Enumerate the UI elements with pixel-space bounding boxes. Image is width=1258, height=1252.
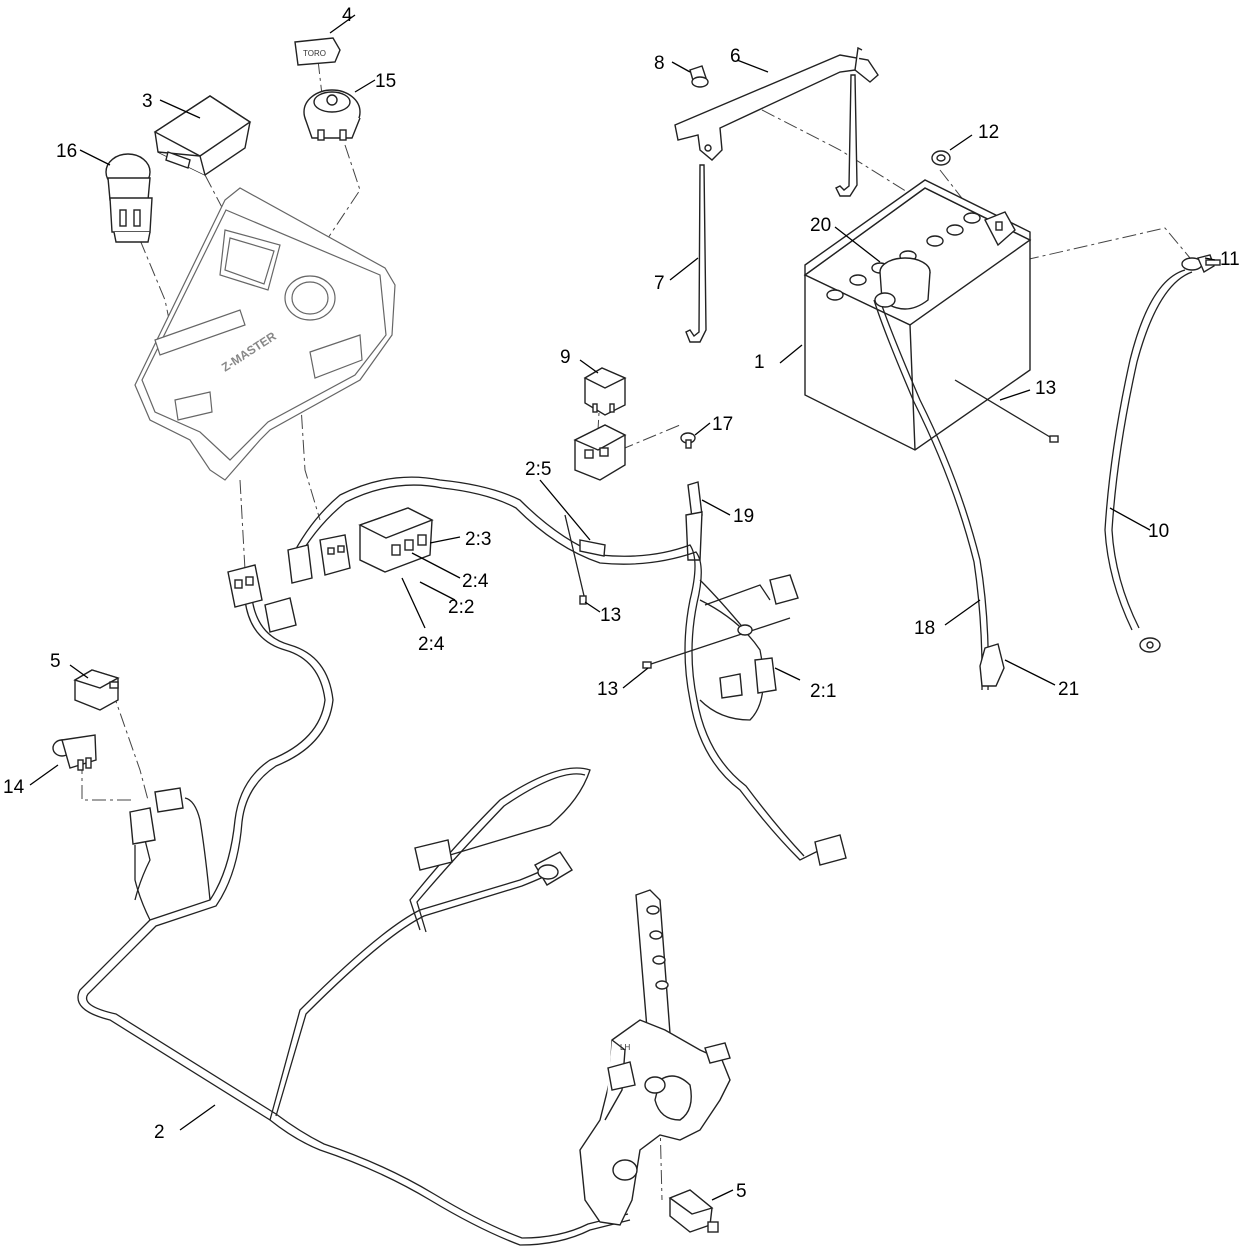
nut-12 <box>931 150 951 166</box>
leader-lines <box>29 14 1216 1201</box>
callout-16: 16 <box>56 141 77 162</box>
callout-10: 10 <box>1148 521 1169 542</box>
control-lever-assembly: LH <box>579 889 731 1226</box>
callout-11: 11 <box>1220 249 1240 270</box>
cable-ties-13 <box>564 379 1059 669</box>
hour-meter-cover-3 <box>153 95 252 176</box>
callout-2-4-a: 2:4 <box>462 571 489 592</box>
relay-9 <box>583 367 627 416</box>
battery-bracket-6 <box>674 46 879 161</box>
callout-20: 20 <box>810 215 831 236</box>
callout-6: 6 <box>730 46 741 67</box>
push-switch-16 <box>105 153 153 243</box>
callout-8: 8 <box>654 53 665 74</box>
callout-12: 12 <box>978 122 999 143</box>
relay-5-lower <box>668 1189 719 1233</box>
callout-21: 21 <box>1058 679 1079 700</box>
callout-18: 18 <box>914 618 935 639</box>
callout-5-a: 5 <box>50 651 61 672</box>
j-bolt-right <box>835 74 858 197</box>
ignition-key-4: TORO <box>294 37 341 66</box>
callout-2: 2 <box>154 1122 165 1143</box>
relay-5-upper <box>73 669 120 711</box>
wiring-harness-2 <box>77 476 847 1246</box>
j-bolt-7 <box>685 164 707 343</box>
callout-7: 7 <box>654 273 665 294</box>
ignition-switch-15 <box>303 89 361 141</box>
callout-2-3: 2:3 <box>465 529 491 550</box>
callout-13-c: 13 <box>597 679 618 700</box>
screw-17 <box>680 432 696 449</box>
callout-14: 14 <box>3 777 25 798</box>
bolt-11 <box>1197 254 1221 274</box>
callout-1: 1 <box>754 352 765 373</box>
callout-2-1: 2:1 <box>810 681 836 702</box>
callout-5-b: 5 <box>736 1181 747 1202</box>
callout-15: 15 <box>375 71 396 92</box>
battery-1 <box>803 179 1032 451</box>
svg-text:LH: LH <box>620 1043 630 1052</box>
callout-9: 9 <box>560 347 571 368</box>
svg-text:TORO: TORO <box>303 49 326 58</box>
battery-cable-18 <box>873 292 989 691</box>
callout-3: 3 <box>142 91 153 112</box>
callout-13-a: 13 <box>1035 378 1056 399</box>
callout-2-4-b: 2:4 <box>418 634 445 655</box>
wing-nut-8 <box>689 65 709 88</box>
callout-19: 19 <box>733 506 754 527</box>
cable-boot-21 <box>979 643 1005 687</box>
relay-base <box>573 424 627 481</box>
callout-13-b: 13 <box>600 605 621 626</box>
callout-17: 17 <box>712 414 733 435</box>
control-panel: Z-MASTER <box>134 187 396 481</box>
callout-2-5: 2:5 <box>525 459 551 480</box>
callout-labels: 1 2 2:1 2:2 2:3 2:4 2:4 2:5 3 4 5 5 6 7 … <box>3 5 1240 1202</box>
callout-4: 4 <box>342 5 353 26</box>
switch-14 <box>52 734 97 771</box>
callout-2-2: 2:2 <box>448 597 474 618</box>
fuse-holder-19 <box>685 481 703 561</box>
battery-cable-10 <box>1104 257 1203 653</box>
